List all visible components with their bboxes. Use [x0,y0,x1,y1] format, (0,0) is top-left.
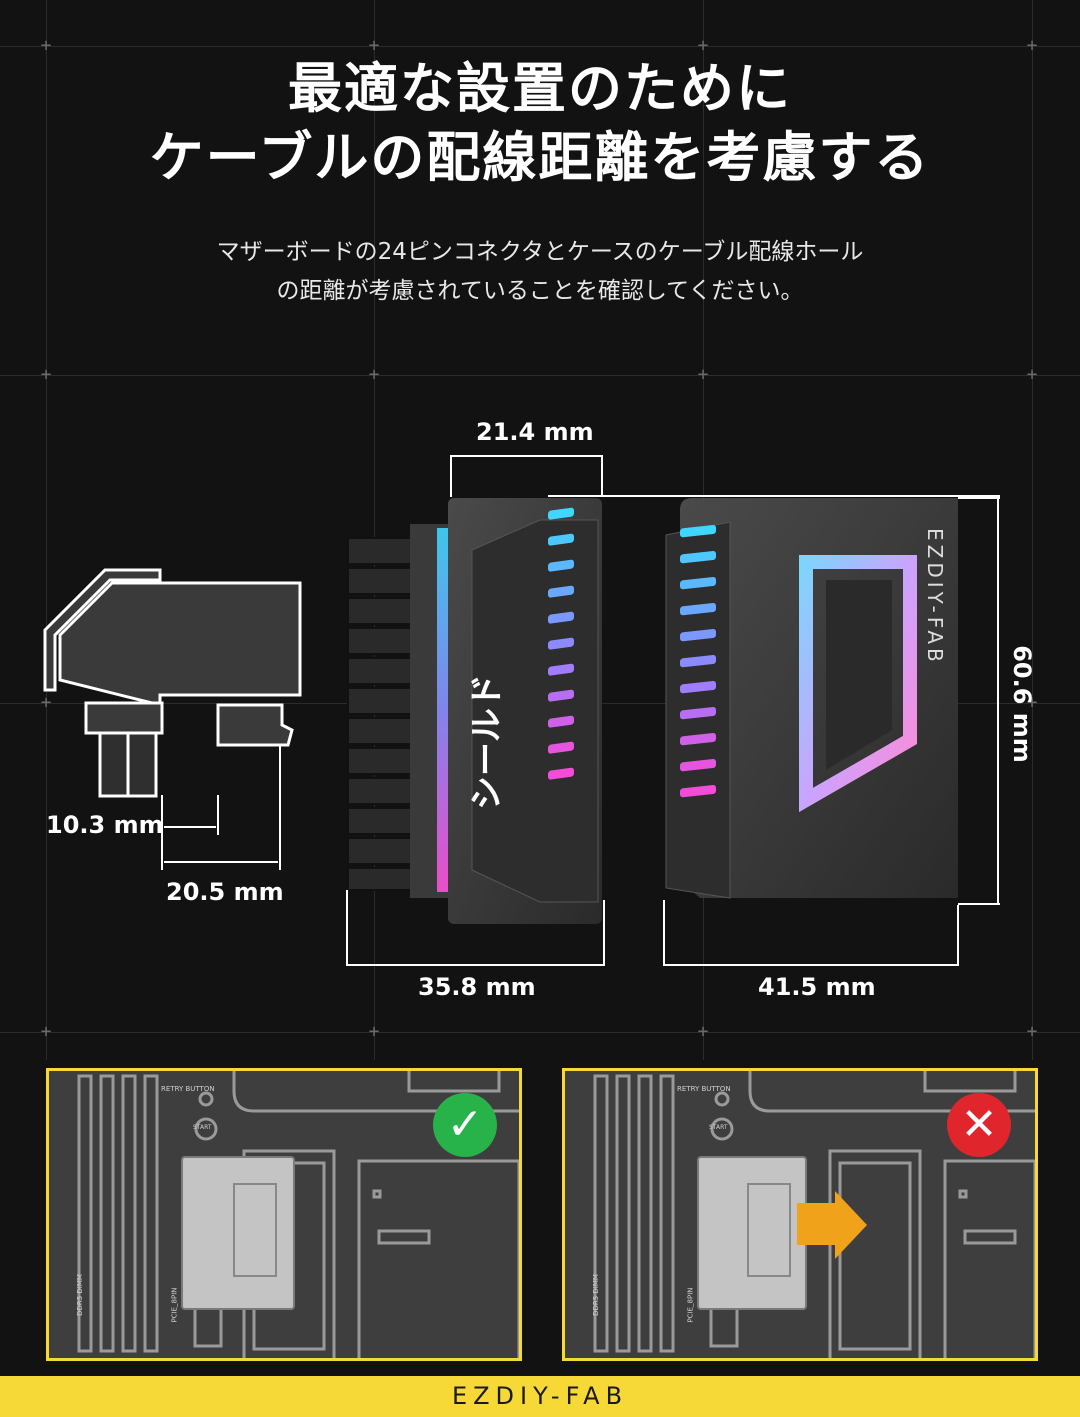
side-profile-outline [43,568,302,798]
panel-correct: RETRY BUTTON START DDR5 DIMM PCIE_8PIN ✓ [46,1068,522,1361]
footer-brand: EZDIY-FAB [451,1382,629,1410]
product-diagram: シールド EZDIY-FAB [43,455,1000,966]
pcie-label: PCIE_8PIN [170,1287,179,1323]
retry-button-label: RETRY BUTTON [161,1085,215,1093]
footer-bar: EZDIY-FAB [0,1376,1080,1417]
start-label: START [193,1124,212,1131]
cover-logo-text: シールド [467,674,507,810]
subtitle-line-1: マザーボードの24ピンコネクタとケースのケーブル配線ホール [216,239,864,265]
check-icon: ✓ [433,1093,497,1157]
connector-illustration [181,1156,295,1310]
start-label: START [709,1124,728,1131]
cross-icon: ✕ [947,1093,1011,1157]
retry-button-label: RETRY BUTTON [677,1085,731,1093]
dimension-lines [161,455,1000,966]
dim-right-width: 41.5 mm [758,973,876,1001]
dim-height: 60.6 mm [1008,645,1036,763]
dim-small-b: 20.5 mm [166,878,284,906]
dimm-label: DDR5 DIMM [591,1274,600,1316]
connector-pins [347,537,419,891]
brand-vertical-text: EZDIY-FAB [923,528,947,666]
title-line-2: ケーブルの配線距離を考慮する [149,125,931,189]
dimm-label: DDR5 DIMM [75,1274,84,1316]
arrow-right-icon [797,1203,837,1245]
dim-left-width: 35.8 mm [418,973,536,1001]
subtitle-line-2: の距離が考慮されていることを確認してください。 [276,278,804,304]
left-connector: シールド [410,498,602,924]
connector-illustration [697,1156,807,1310]
led-slots-left [548,507,574,780]
pcie-label: PCIE_8PIN [686,1287,695,1323]
title-line-1: 最適な設置のために [288,56,792,120]
panel-incorrect: RETRY BUTTON START DDR5 DIMM PCIE_8PIN ✕ [562,1068,1038,1361]
dim-top-width: 21.4 mm [476,418,594,446]
led-slots-right [680,525,716,798]
dim-small-a: 10.3 mm [46,811,164,839]
arrow-right-icon-head [835,1191,867,1259]
